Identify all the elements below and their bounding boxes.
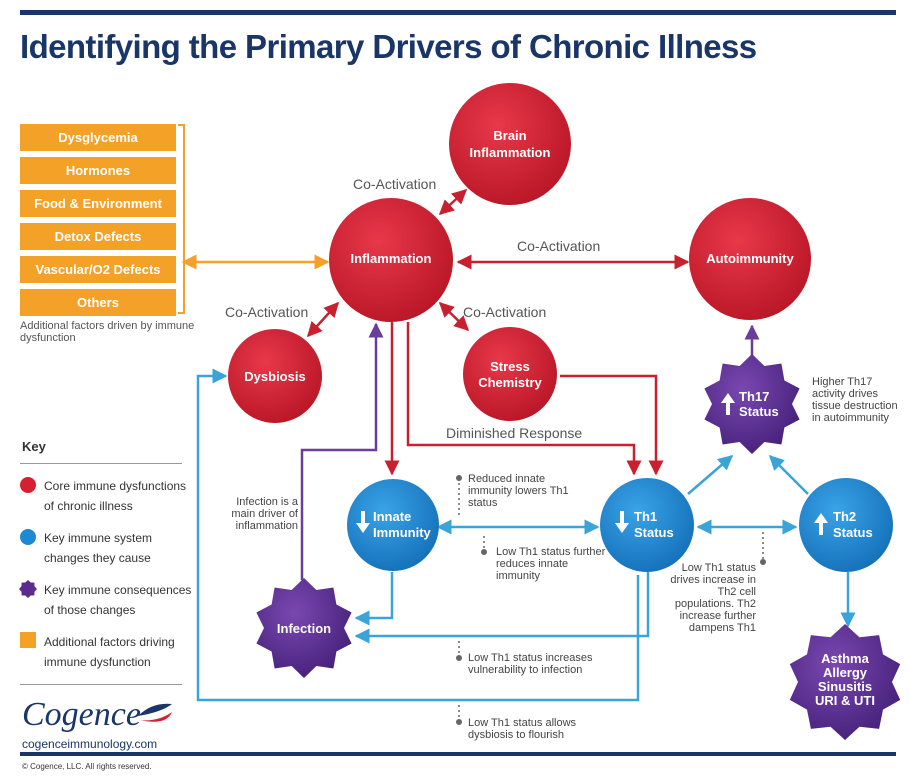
key-purple-star bbox=[19, 580, 37, 598]
node-th2-status bbox=[799, 478, 893, 572]
node-label-stress-line2: Chemistry bbox=[478, 375, 542, 390]
key-red-circle bbox=[20, 477, 36, 493]
node-brain-inflammation bbox=[449, 83, 571, 205]
node-label-asthma-line4: URI & UTI bbox=[815, 693, 875, 708]
arrow-inflammation-th1 bbox=[406, 322, 642, 476]
node-label-th2-line1: Th2 bbox=[833, 509, 856, 524]
arrow-inflammation-dysbiosis bbox=[306, 301, 340, 338]
node-label-brain-line2: Inflammation bbox=[470, 145, 551, 160]
node-infection bbox=[256, 578, 352, 678]
node-th17-status bbox=[704, 354, 800, 454]
node-label-asthma-line1: Asthma bbox=[821, 651, 869, 666]
arrow-innate-infection bbox=[354, 572, 394, 626]
note-th17: Higher Th17 activity drives tissue destr… bbox=[812, 376, 898, 424]
logo-swoosh-blue bbox=[138, 703, 172, 716]
node-autoimmunity bbox=[689, 198, 811, 320]
note-low-th1-infection: Low Th1 status increases vulnerability t… bbox=[468, 652, 593, 676]
copyright: © Cogence, LLC. All rights reserved. bbox=[22, 762, 152, 771]
arrow-inflammation-stress bbox=[438, 301, 470, 332]
node-label-dysbiosis: Dysbiosis bbox=[244, 369, 305, 384]
factor-dysglycemia: Dysglycemia bbox=[20, 124, 176, 151]
edge-label-coactivation: Co-Activation bbox=[463, 304, 546, 320]
edge-label-diminished-response: Diminished Response bbox=[446, 425, 582, 441]
logo-url: cogenceimmunology.com bbox=[22, 737, 158, 751]
arrow-infection-inflammation bbox=[300, 322, 384, 580]
arrow-th1-dysbiosis bbox=[196, 368, 640, 702]
node-label-th1-line2: Status bbox=[634, 525, 674, 540]
arrow-inflammation-brain bbox=[438, 188, 468, 216]
node-label-asthma-line2: Allergy bbox=[823, 665, 868, 680]
node-innate-immunity bbox=[347, 479, 439, 571]
factor-detox-defects: Detox Defects bbox=[20, 223, 176, 250]
note-low-th1-th2: Low Th1 status drives increase in Th2 ce… bbox=[670, 562, 756, 634]
key-title: Key bbox=[22, 439, 46, 454]
key-divider-top bbox=[20, 463, 182, 464]
arrow-th1-infection bbox=[354, 572, 650, 644]
factor-food-environment: Food & Environment bbox=[20, 190, 176, 217]
key-orange-square bbox=[20, 632, 36, 648]
edge-label-coactivation: Co-Activation bbox=[353, 176, 436, 192]
node-label-th17-line1: Th17 bbox=[739, 389, 769, 404]
arrow-th2-th17 bbox=[768, 454, 809, 495]
node-label-th1-line1: Th1 bbox=[634, 509, 657, 524]
arrow-th1-th17 bbox=[687, 455, 734, 495]
key-item-core: Core immune dysfunctions of chronic illn… bbox=[44, 479, 187, 513]
edge-label-coactivation: Co-Activation bbox=[517, 238, 600, 254]
node-label-stress-line1: Stress bbox=[490, 359, 530, 374]
note-low-th1-dysbiosis: Low Th1 status allows dysbiosis to flour… bbox=[468, 717, 577, 741]
node-label-inflammation: Inflammation bbox=[351, 251, 432, 266]
note-low-th1-innate: Low Th1 status further reduces innate im… bbox=[496, 546, 606, 582]
key-item-orange: Additional factors driving immune dysfun… bbox=[44, 635, 175, 669]
node-dysbiosis bbox=[228, 329, 322, 423]
node-inflammation bbox=[329, 198, 453, 322]
bottom-rule bbox=[20, 752, 896, 756]
node-label-th2-line2: Status bbox=[833, 525, 873, 540]
node-asthma bbox=[789, 624, 901, 740]
key-item-blue: Key immune system changes they cause bbox=[44, 531, 153, 565]
note-reduced-innate: Reduced innate immunity lowers Th1 statu… bbox=[468, 473, 569, 509]
key-divider-bottom bbox=[20, 684, 182, 685]
key-item-purple: Key immune consequences of those changes bbox=[44, 583, 192, 617]
logo-swoosh-red bbox=[140, 712, 172, 722]
node-label-innate-line1: Innate bbox=[373, 509, 411, 524]
note-infection-driver: Infection is a main driver of inflammati… bbox=[231, 496, 298, 532]
up-arrow-icon bbox=[721, 393, 735, 415]
factors-bracket bbox=[178, 124, 185, 314]
page-title: Identifying the Primary Drivers of Chron… bbox=[20, 28, 757, 65]
down-arrow-icon bbox=[356, 511, 370, 533]
node-th1-status bbox=[600, 478, 694, 572]
key-blue-circle bbox=[20, 529, 36, 545]
factors-note: Additional factors driven by immune dysf… bbox=[20, 320, 195, 344]
node-label-autoimmunity: Autoimmunity bbox=[706, 251, 794, 266]
arrow-stress-th1 bbox=[560, 374, 664, 476]
edge-label-coactivation: Co-Activation bbox=[225, 304, 308, 320]
factor-others: Others bbox=[20, 289, 176, 316]
node-label-th17-line2: Status bbox=[739, 404, 779, 419]
up-arrow-icon bbox=[814, 513, 828, 535]
down-arrow-icon bbox=[615, 511, 629, 533]
node-stress-chemistry bbox=[463, 327, 557, 421]
factor-vascular-o2-defects: Vascular/O2 Defects bbox=[20, 256, 176, 283]
node-label-asthma-line3: Sinusitis bbox=[818, 679, 872, 694]
factor-hormones: Hormones bbox=[20, 157, 176, 184]
top-rule bbox=[20, 10, 896, 15]
node-label-infection: Infection bbox=[277, 621, 331, 636]
node-label-innate-line2: Immunity bbox=[373, 525, 432, 540]
logo: Cogence bbox=[22, 696, 141, 733]
node-label-brain-line1: Brain bbox=[493, 128, 526, 143]
